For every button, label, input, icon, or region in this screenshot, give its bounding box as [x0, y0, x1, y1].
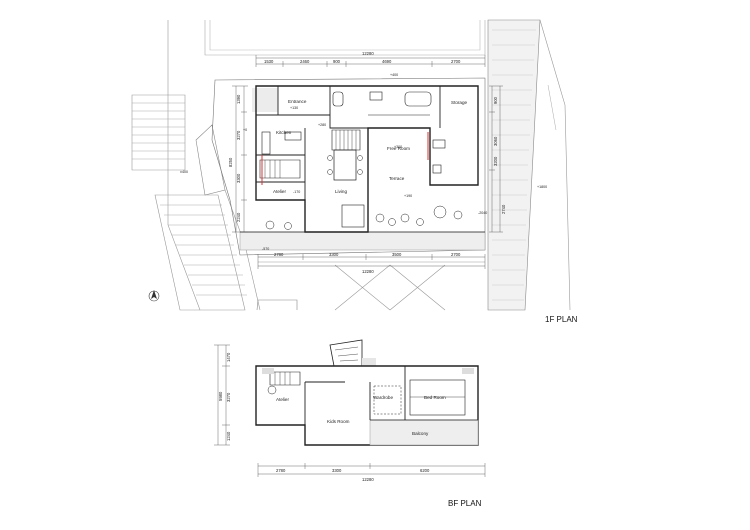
level-south: -570	[262, 247, 269, 251]
dim-top-2: 2460	[300, 59, 310, 64]
dim-bf-bottom-3: 6200	[420, 468, 430, 473]
dimension-lines-1f	[232, 55, 503, 269]
dim-left-1: 1390	[236, 94, 241, 104]
dim-right-3: 3200	[493, 156, 498, 166]
dim-bottom-2: 3300	[329, 252, 339, 257]
title-bf-plan: BF PLAN	[448, 499, 482, 508]
dim-bf-bottom-1: 2780	[276, 468, 286, 473]
room-label-free-room: Free Room	[387, 146, 410, 151]
dim-left-3: 3300	[236, 173, 241, 183]
level-kitchen-left: +0	[243, 128, 247, 132]
dimension-lines-bf	[214, 344, 486, 477]
dim-bf-bottom-2: 3300	[332, 468, 342, 473]
dim-left-total: 8250	[228, 157, 233, 167]
dim-right-1: 900	[493, 96, 498, 104]
dim-bf-left-2: 3270	[226, 392, 231, 402]
room-label-bf-atelier: Atelier	[276, 397, 289, 402]
building-bf	[255, 339, 479, 446]
level-free-room: +300	[394, 145, 402, 149]
level-road-left: ±400	[180, 170, 188, 174]
dim-bf-bottom-total: 12280	[362, 477, 374, 482]
dim-bottom-4: 2700	[451, 252, 461, 257]
dim-right-2: 3060	[493, 136, 498, 146]
room-label-terrace: Terrace	[389, 176, 405, 181]
level-right: +1800	[537, 185, 547, 189]
dim-bf-left-total: 5980	[218, 391, 223, 401]
room-label-bed-room: Bed Room	[424, 395, 446, 400]
site-context-left	[131, 20, 486, 311]
room-label-kids-room: Kids Room	[327, 419, 350, 424]
level-living: +280	[318, 123, 326, 127]
dim-bottom-3: 3500	[392, 252, 402, 257]
room-label-atelier: Atelier	[273, 189, 286, 194]
room-label-living: Living	[335, 189, 347, 194]
room-label-storage: Storage	[451, 100, 468, 105]
dim-bottom-1: 2780	[274, 252, 284, 257]
level-terrace: +190	[404, 194, 412, 198]
dim-top-5: 2700	[451, 59, 461, 64]
dim-bf-left-1: 1470	[226, 352, 231, 362]
dim-top-total: 12280	[362, 51, 374, 56]
dim-top-4: 4690	[382, 59, 392, 64]
level-site-right: -2040	[478, 211, 487, 215]
dim-bottom-total: 12280	[362, 269, 374, 274]
north-arrow-icon	[148, 290, 160, 302]
room-label-wardrobe: Wardrobe	[373, 395, 393, 400]
building-1f	[211, 77, 486, 256]
room-label-kitchen: Kitchen	[276, 130, 292, 135]
dim-left-4: 2240	[236, 212, 241, 222]
room-label-balcony: Balcony	[412, 431, 429, 436]
dim-bf-left-3: 1240	[226, 431, 231, 441]
dim-left-2: 3270	[236, 130, 241, 140]
dim-top-1: 1530	[264, 59, 274, 64]
level-top: +400	[390, 73, 398, 77]
level-entrance: +130	[290, 106, 298, 110]
dim-right-4: 2740	[501, 204, 506, 214]
dim-top-3: 900	[333, 59, 341, 64]
level-atelier: -170	[293, 190, 300, 194]
room-label-entrance: Entrance	[288, 99, 307, 104]
right-road	[487, 19, 571, 311]
title-1f-plan: 1F PLAN	[545, 315, 578, 324]
